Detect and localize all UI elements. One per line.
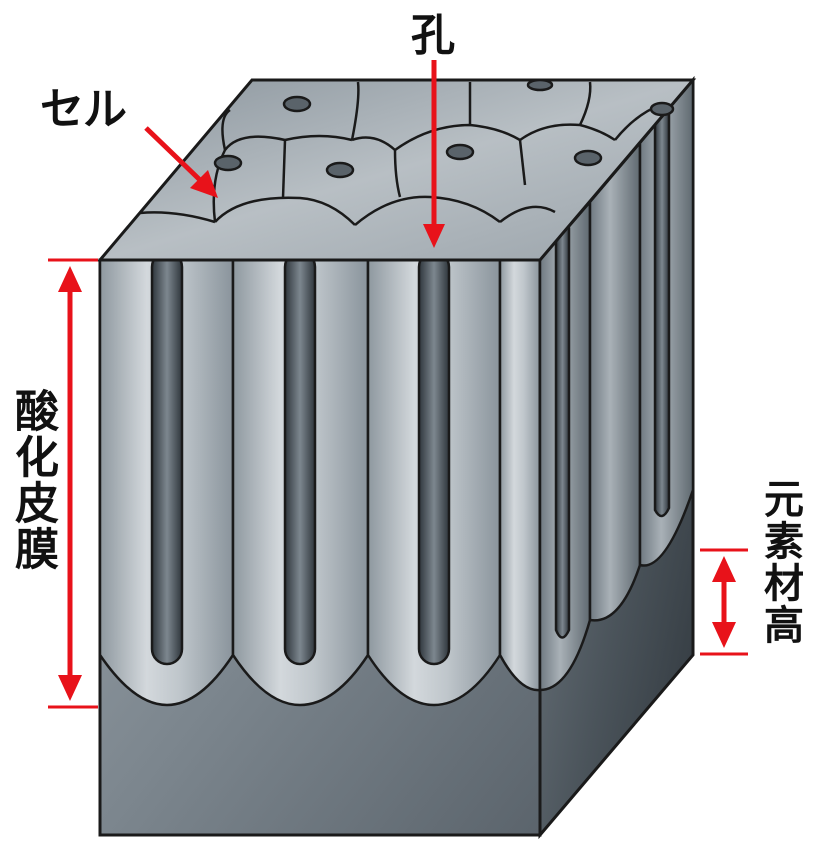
pore — [573, 149, 603, 167]
oxide-column — [498, 258, 542, 692]
pore — [150, 250, 184, 666]
cell-label: セル — [40, 84, 127, 135]
pore — [325, 161, 355, 179]
arrow-icon — [190, 170, 218, 198]
oxide-column — [588, 139, 642, 622]
arrow-icon — [144, 126, 202, 182]
arrow-icon — [423, 224, 445, 248]
pore — [554, 224, 571, 639]
cell-boundaries — [139, 81, 661, 226]
pore — [445, 143, 475, 161]
double-arrow-icon — [58, 675, 82, 701]
double-arrow-icon — [58, 266, 82, 292]
oxide-film-label: 酸化皮膜 — [7, 388, 58, 572]
top-pores — [213, 78, 675, 179]
pore — [649, 101, 675, 117]
pore-label: 孔 — [411, 10, 455, 61]
annotations — [48, 60, 748, 709]
pore — [417, 250, 451, 666]
pore — [282, 95, 312, 113]
base-material-height-label: 元素材高 — [757, 478, 803, 646]
pore — [653, 103, 671, 518]
double-arrow-icon — [712, 556, 736, 582]
pore — [213, 154, 243, 172]
pore — [283, 250, 317, 666]
double-arrow-icon — [712, 622, 736, 648]
pore — [526, 78, 554, 92]
